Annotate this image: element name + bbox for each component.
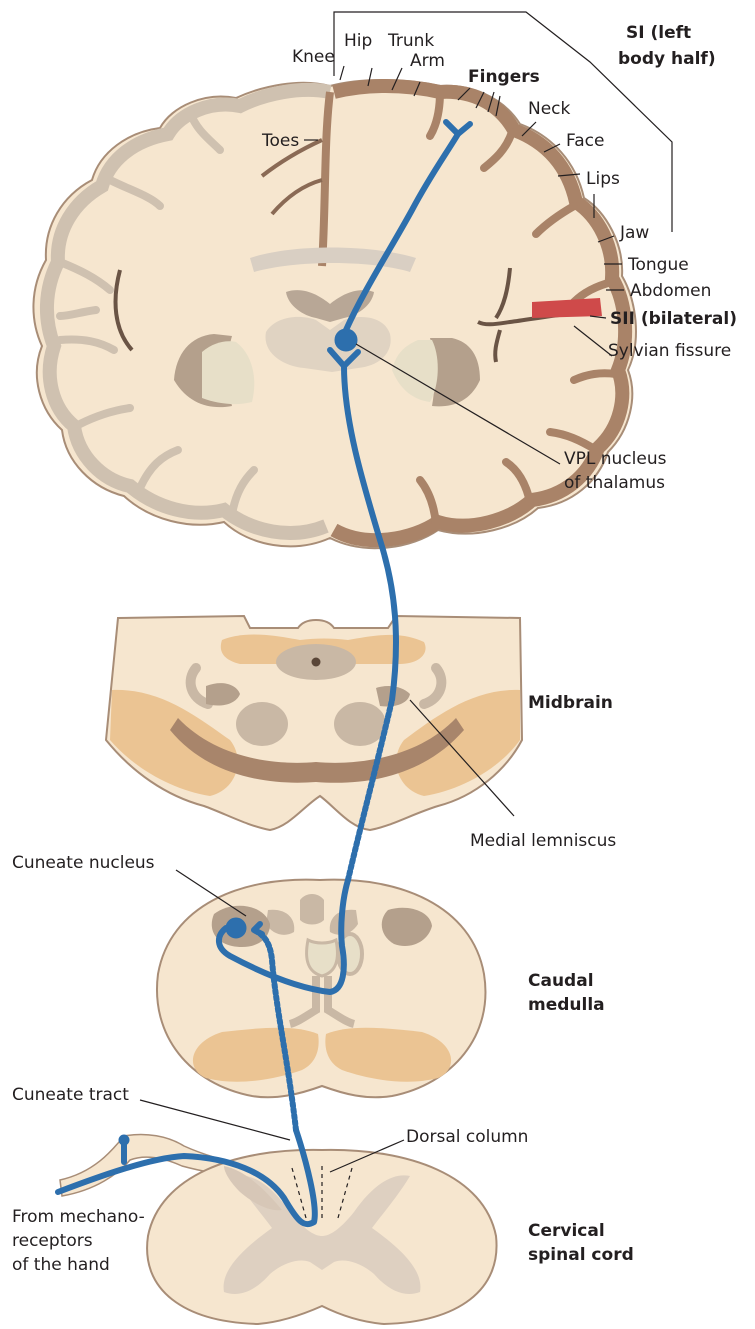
from-label-line2: receptors <box>12 1231 93 1251</box>
si-label-line2: body half) <box>618 49 716 69</box>
cuneate-nucleus-label: Cuneate nucleus <box>12 853 155 873</box>
sylvian-label: Sylvian fissure <box>608 341 731 361</box>
central-canal-area <box>307 940 338 976</box>
from-label-line1: From mechano- <box>12 1207 145 1227</box>
medial-lemniscus-label: Medial lemniscus <box>470 831 616 851</box>
caudal-label-line2: medulla <box>528 995 605 1015</box>
tongue-label: Tongue <box>627 255 689 275</box>
midbrain-section <box>106 616 522 830</box>
jaw-label: Jaw <box>619 223 649 243</box>
face-label: Face <box>566 131 604 151</box>
gracile-nucleus <box>300 894 324 925</box>
arm-label: Arm <box>410 51 445 71</box>
red-nucleus-right <box>334 702 386 746</box>
trunk-label: Trunk <box>387 31 434 51</box>
abdomen-label: Abdomen <box>630 281 711 301</box>
vpl-label-line2: of thalamus <box>564 473 665 493</box>
toes-label: Toes <box>261 131 299 151</box>
lips-label: Lips <box>586 169 620 189</box>
dorsal-column-label: Dorsal column <box>406 1127 528 1147</box>
from-label-line3: of the hand <box>12 1255 110 1275</box>
red-nucleus-left <box>236 702 288 746</box>
cerebral-aqueduct <box>312 658 321 667</box>
knee-label: Knee <box>292 47 335 67</box>
midbrain-label: Midbrain <box>528 693 613 713</box>
fingers-label: Fingers <box>468 67 540 87</box>
cuneate-tract-label: Cuneate tract <box>12 1085 129 1105</box>
dorsal-root-ganglion-soma <box>119 1135 129 1145</box>
neck-label: Neck <box>528 99 571 119</box>
sii-label: SII (bilateral) <box>610 309 737 329</box>
cervical-label-line2: spinal cord <box>528 1245 634 1265</box>
brain-coronal-section <box>33 80 636 548</box>
vpl-label-line1: VPL nucleus <box>564 449 667 469</box>
si-label-line1: SI (left <box>626 23 691 43</box>
caudal-label-line1: Caudal <box>528 971 594 991</box>
cervical-label-line1: Cervical <box>528 1221 605 1241</box>
hip-label: Hip <box>344 31 372 51</box>
